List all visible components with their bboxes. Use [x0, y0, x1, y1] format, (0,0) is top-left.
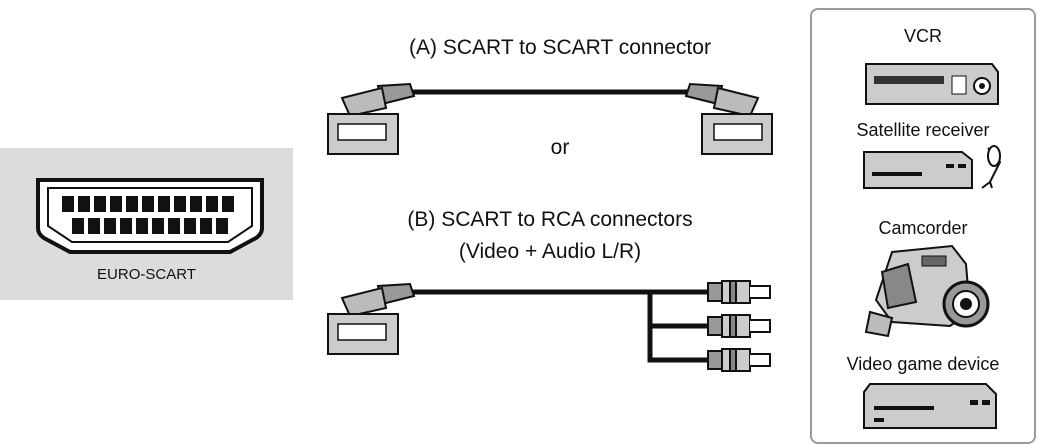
scart-plug-left-icon: [327, 82, 416, 155]
scart-to-rca-cable: [327, 280, 771, 372]
scart-to-scart-cable: [327, 82, 773, 155]
scart-plug-b-icon: [327, 282, 416, 355]
scart-socket-icon: [36, 178, 264, 254]
rca-plug-icon: [707, 314, 771, 338]
vcr-icon: [865, 63, 999, 105]
cable-b-sublabel: (Video + Audio L/R): [458, 240, 642, 263]
game-device-label: Video game device: [846, 354, 1000, 374]
camcorder-icon: [864, 244, 990, 338]
cable-b-label: (B) SCART to RCA connectors: [407, 208, 693, 231]
euro-scart-label: EURO-SCART: [97, 266, 196, 283]
rca-plug-icon: [707, 348, 771, 372]
device-panel: VCR Satellite receiver Camcorder Video g…: [810, 8, 1036, 444]
camcorder-label: Camcorder: [878, 218, 968, 238]
cable-a-label: (A) SCART to SCART connector: [409, 36, 711, 59]
scart-plug-right-icon: [684, 82, 773, 155]
vcr-label: VCR: [903, 26, 942, 46]
satellite-receiver-icon: [863, 145, 1002, 189]
or-separator: or: [550, 136, 570, 159]
euro-scart-panel: EURO-SCART: [0, 148, 293, 300]
satellite-label: Satellite receiver: [856, 120, 990, 140]
game-device-icon: [863, 383, 997, 429]
rca-plug-icon: [707, 280, 771, 304]
